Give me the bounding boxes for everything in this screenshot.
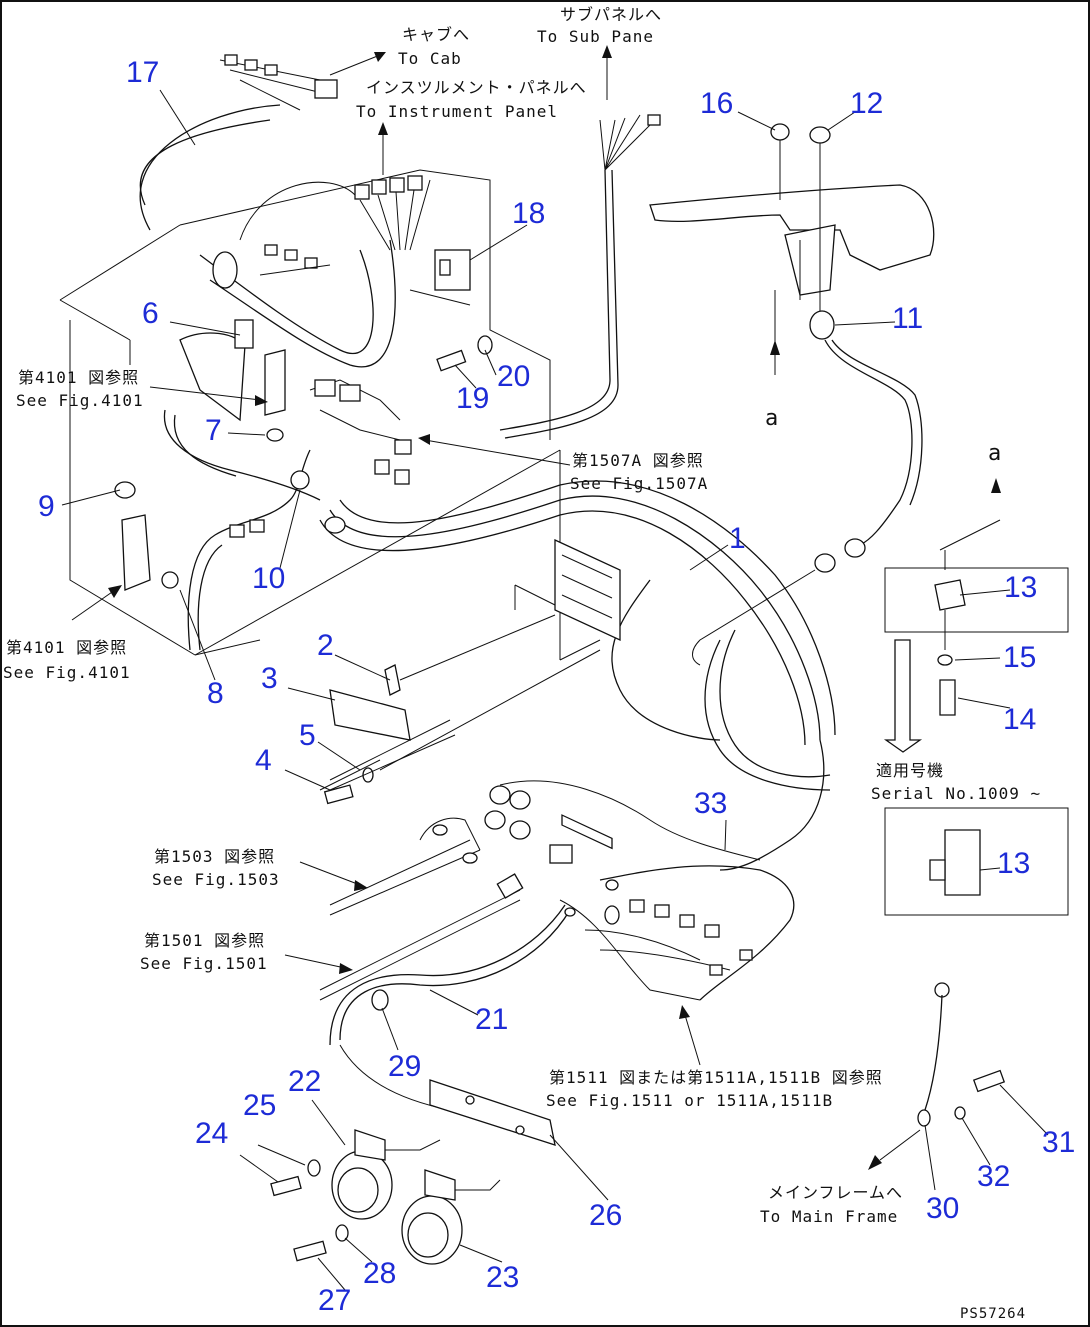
notes: キャブへ To Cab サブパネルへ To Sub Pane インスツルメント・… — [3, 5, 1041, 1322]
part-number-18: 18 — [512, 197, 545, 230]
part-number-12: 12 — [850, 87, 883, 120]
part-number-6: 6 — [142, 297, 159, 330]
part-number-4: 4 — [255, 744, 272, 777]
drawing-code: PS57264 — [960, 1306, 1026, 1322]
note-to-cab-jp: キャブへ — [402, 25, 470, 44]
part-number-7: 7 — [205, 414, 222, 447]
part-number-32: 32 — [977, 1160, 1010, 1193]
note-to-sub-jp: サブパネルへ — [560, 5, 662, 24]
inset-box-2 — [884, 807, 1069, 916]
note-to-sub-en: To Sub Pane — [537, 27, 654, 46]
part-number-11: 11 — [892, 302, 923, 335]
brake-lever — [649, 123, 935, 666]
part-number-15: 15 — [1003, 641, 1036, 674]
bracket-18 — [409, 249, 471, 306]
sub-panel-harness — [499, 114, 661, 439]
note-fig1503-jp: 第1503 図参照 — [154, 847, 275, 866]
instrument-connectors — [239, 175, 431, 276]
lower-harness — [319, 719, 795, 1046]
part-number-24: 24 — [195, 1117, 228, 1150]
arrows-a — [770, 290, 1001, 493]
harness-1 — [319, 480, 836, 871]
note-fig4101-en-2: See Fig.4101 — [3, 663, 131, 682]
part-number-27: 27 — [318, 1284, 351, 1317]
part-number-10: 10 — [252, 562, 285, 595]
note-to-instr-en: To Instrument Panel — [356, 102, 558, 121]
note-fig1511-en: See Fig.1511 or 1511A,1511B — [546, 1091, 833, 1110]
fuse-box — [514, 538, 621, 850]
part-number-20: 20 — [497, 360, 530, 393]
part-number-31: 31 — [1042, 1126, 1075, 1159]
note-fig4101-jp-2: 第4101 図参照 — [6, 638, 127, 657]
note-to-cab-en: To Cab — [398, 49, 462, 68]
harness-17 — [139, 54, 396, 368]
part-number-1: 1 — [729, 522, 746, 555]
parts-2-5 — [323, 614, 601, 805]
ground-strap — [868, 982, 1006, 1170]
leader-lines — [61, 89, 1049, 1291]
part-number-25: 25 — [243, 1089, 276, 1122]
note-fig4101-en-1: See Fig.4101 — [16, 391, 144, 410]
part-number-5: 5 — [299, 719, 316, 752]
part-number-14: 14 — [1003, 703, 1036, 736]
part-number-9: 9 — [38, 490, 55, 523]
part-number-17: 17 — [126, 56, 159, 89]
part-number-16: 16 — [700, 87, 733, 120]
part-number-19: 19 — [456, 382, 489, 415]
part-number-8: 8 — [207, 677, 224, 710]
inset-box-1 — [883, 519, 1069, 753]
frame-outline — [59, 169, 601, 791]
part-numbers: 17 18 16 12 11 6 20 19 7 9 10 1 13 2 15 … — [38, 56, 1075, 1317]
note-to-main-en: To Main Frame — [760, 1207, 898, 1226]
label-a-2: a — [988, 441, 1002, 466]
note-fig1507-en: See Fig.1507A — [570, 474, 708, 493]
part-number-26: 26 — [589, 1199, 622, 1232]
part-number-21: 21 — [475, 1003, 508, 1036]
part-number-28: 28 — [363, 1257, 396, 1290]
part-number-29: 29 — [388, 1050, 421, 1083]
note-fig1507-jp: 第1507A 図参照 — [572, 451, 704, 470]
horn-assembly — [270, 1044, 556, 1265]
note-fig1503-en: See Fig.1503 — [152, 870, 280, 889]
part-number-23: 23 — [486, 1261, 519, 1294]
bolt-19-washer-20 — [436, 335, 493, 372]
note-fig1501-jp: 第1501 図参照 — [144, 931, 265, 950]
note-fig4101-jp-1: 第4101 図参照 — [18, 368, 139, 387]
part-number-2: 2 — [317, 629, 334, 662]
part-number-22: 22 — [288, 1065, 321, 1098]
note-serial-en: Serial No.1009 ~ — [871, 784, 1041, 803]
part-number-33: 33 — [694, 787, 727, 820]
note-fig1501-en: See Fig.1501 — [140, 954, 268, 973]
part-number-3: 3 — [261, 662, 278, 695]
part-number-13b: 13 — [997, 847, 1030, 880]
note-to-instr-jp: インスツルメント・パネルへ — [366, 78, 587, 97]
part-number-30: 30 — [926, 1192, 959, 1225]
note-to-main-jp: メインフレームへ — [768, 1183, 903, 1202]
left-harness — [114, 319, 412, 651]
label-a-1: a — [765, 406, 779, 431]
note-fig1511-jp: 第1511 図または第1511A,1511B 図参照 — [549, 1068, 883, 1087]
part-number-13a: 13 — [1004, 571, 1037, 604]
note-serial-jp: 適用号機 — [876, 761, 944, 780]
note-arrows — [71, 45, 701, 1066]
